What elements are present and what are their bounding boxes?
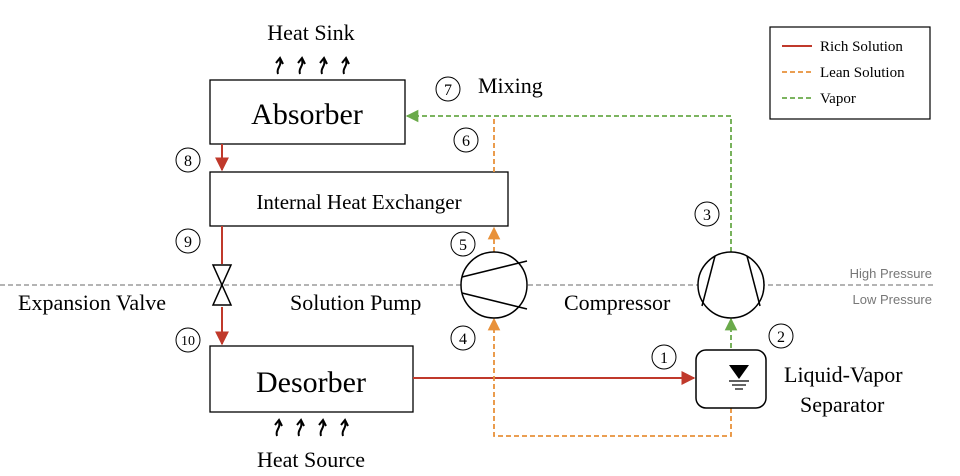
state-4: 4	[450, 325, 476, 351]
separator-icon	[695, 349, 767, 409]
absorber-box	[209, 79, 406, 145]
legend: Rich Solution Lean Solution Vapor	[769, 26, 931, 120]
lean-line-separator-to-pump	[487, 317, 732, 437]
expansion-valve-label: Expansion Valve	[18, 290, 166, 315]
state-7: 7	[435, 76, 461, 102]
solution-pump-label: Solution Pump	[290, 290, 421, 315]
svg-text:5: 5	[459, 237, 467, 254]
absorber-label: Absorber	[251, 98, 363, 131]
state-1: 1	[651, 344, 677, 370]
legend-item-rich: Rich Solution	[820, 39, 903, 55]
heat-sink-label: Heat Sink	[267, 20, 354, 45]
vapor-line-3	[405, 109, 732, 252]
svg-text:2: 2	[777, 329, 785, 346]
compressor-label: Compressor	[564, 290, 671, 315]
separator-label-line2: Separator	[800, 392, 885, 417]
legend-box	[769, 26, 931, 120]
desorber-label: Desorber	[256, 366, 366, 399]
state-8: 8	[175, 147, 201, 173]
state-3: 3	[694, 201, 720, 227]
desorber-box	[209, 345, 414, 413]
separator-label-line1: Liquid-Vapor	[784, 362, 903, 387]
svg-text:8: 8	[184, 153, 192, 170]
internal-heat-exchanger-box	[209, 171, 509, 227]
heat-source-arrows-icon	[274, 419, 349, 437]
svg-text:10: 10	[181, 334, 195, 349]
svg-text:7: 7	[444, 82, 452, 99]
expansion-valve-icon	[211, 264, 233, 306]
high-pressure-label: High Pressure	[850, 266, 932, 281]
svg-text:3: 3	[703, 207, 711, 224]
svg-text:6: 6	[462, 133, 470, 150]
low-pressure-label: Low Pressure	[853, 292, 932, 307]
svg-text:4: 4	[459, 331, 467, 348]
svg-text:9: 9	[184, 234, 192, 251]
legend-item-lean: Lean Solution	[820, 65, 905, 81]
compressor-icon	[697, 251, 765, 319]
state-2: 2	[768, 323, 794, 349]
solution-pump-icon	[460, 251, 528, 319]
legend-item-vapor: Vapor	[820, 91, 856, 107]
mixing-label: Mixing	[478, 73, 543, 98]
state-9: 9	[175, 228, 201, 254]
internal-heat-exchanger-label: Internal Heat Exchanger	[256, 190, 461, 214]
state-5: 5	[450, 231, 476, 257]
state-6: 6	[453, 127, 479, 153]
svg-text:1: 1	[660, 350, 668, 367]
state-10: 10	[175, 327, 201, 353]
heat-sink-arrows-icon	[275, 57, 350, 75]
heat-source-label: Heat Source	[257, 447, 365, 472]
